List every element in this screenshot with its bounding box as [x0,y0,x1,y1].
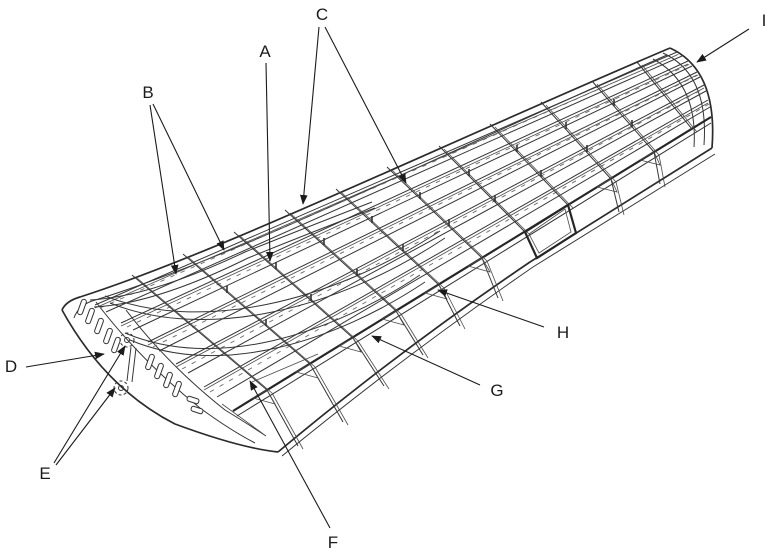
callout-h-label: H [557,323,569,342]
root-rib [77,298,267,444]
callout-a-label: A [259,42,271,61]
spar-attachment-fittings [113,332,137,396]
root-rib-lightening-holes [77,298,204,415]
callout-e-label: E [39,464,50,483]
aileron-cutout-bay [523,203,578,260]
callout-d-label: D [5,357,17,376]
callout-f-label: F [328,533,338,552]
root-drag-braces [89,201,446,434]
callout-i-label: I [762,11,767,30]
truss-ribs [131,61,698,394]
callout-labels: A B C D E F G H I [5,5,767,552]
rear-spar [232,116,712,417]
callout-leader-lines [25,26,750,529]
callout-g-label: G [490,381,503,400]
leading-edge-stringers [94,51,711,398]
trailing-edge-ribs [251,151,666,450]
callout-c-label: C [316,5,328,24]
callout-b-label: B [142,83,153,102]
rib-posts [226,99,633,326]
